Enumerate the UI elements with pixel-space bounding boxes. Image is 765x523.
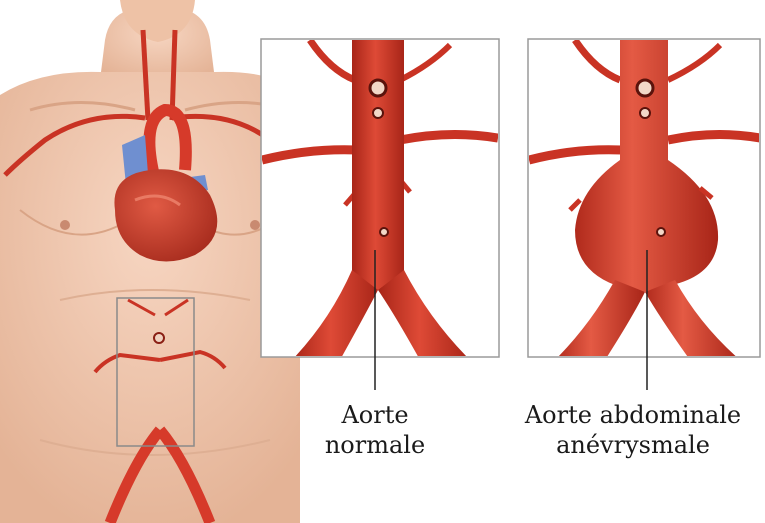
- label-normal-line2: normale: [290, 430, 460, 460]
- label-aneurysm-line1: Aorte abdominale: [498, 400, 765, 430]
- normal-opening-1: [370, 80, 386, 96]
- aneurysm-opening-2: [640, 108, 650, 118]
- label-aneurysm-line2: anévrysmale: [498, 430, 765, 460]
- label-normal-line1: Aorte: [290, 400, 460, 430]
- normal-opening-3: [380, 228, 388, 236]
- label-aneurysm-aorta: Aorte abdominale anévrysmale: [498, 400, 765, 460]
- normal-opening-2: [373, 108, 383, 118]
- label-normal-aorta: Aorte normale: [290, 400, 460, 460]
- aneurysm-aorta-panel: [528, 39, 760, 360]
- aneurysm-opening-1: [637, 80, 653, 96]
- normal-aorta-trunk: [352, 40, 404, 290]
- aneurysm-opening-3: [657, 228, 665, 236]
- normal-aorta-panel: [261, 39, 499, 360]
- nipple-right: [250, 220, 260, 230]
- branch-opening: [154, 333, 164, 343]
- nipple-left: [60, 220, 70, 230]
